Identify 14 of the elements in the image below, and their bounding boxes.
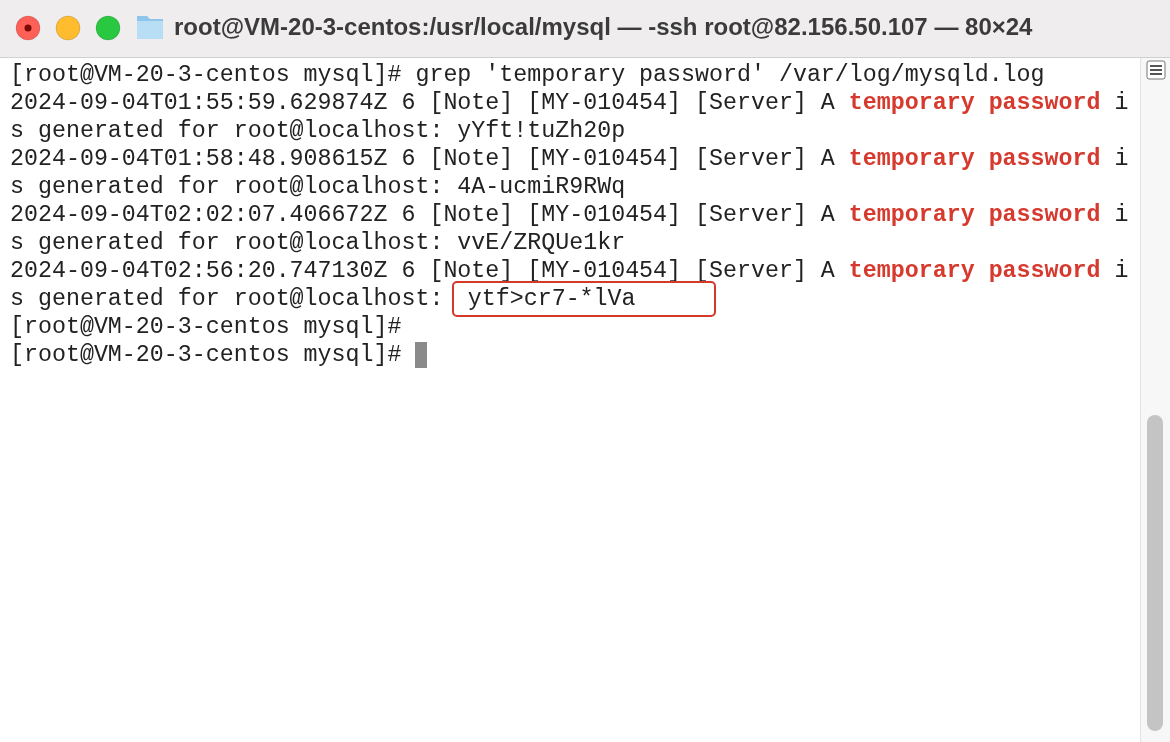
- terminal-line: s generated for root@localhost:: [10, 285, 444, 313]
- terminal-line: 2024-09-04T01:55:59.629874Z 6 [Note] [MY-010454] [Server] A temporary password i: [10, 89, 1129, 117]
- terminal-line: s generated for root@localhost: 4A-ucmiR9RWq: [10, 173, 626, 201]
- window-title: root@VM-20-3-centos:/usr/local/mysql — -ssh root@82.156.50.107 — 80×24: [174, 13, 1033, 41]
- highlight-box: [451, 281, 716, 317]
- terminal-line: s generated for root@localhost: vvE/ZRQUe1kr: [10, 229, 626, 257]
- terminal-line: s generated for root@localhost: yYft!tuZh20p: [10, 117, 626, 145]
- terminal-line: 2024-09-04T02:02:07.406672Z 6 [Note] [MY-010454] [Server] A temporary password i: [10, 201, 1129, 229]
- terminal-line: 2024-09-04T01:58:48.908615Z 6 [Note] [MY-010454] [Server] A temporary password i: [10, 145, 1129, 173]
- password-text: ytf>cr7-*lVa: [467, 285, 636, 313]
- terminal-line: [root@VM-20-3-centos mysql]#: [10, 313, 402, 341]
- terminal-line: [root@VM-20-3-centos mysql]# grep 'temporary password' /var/log/mysqld.log: [10, 61, 1045, 89]
- terminal-line: 2024-09-04T02:56:20.747130Z 6 [Note] [MY-010454] [Server] A temporary password i: [10, 257, 1129, 285]
- terminal-line: [root@VM-20-3-centos mysql]#: [10, 341, 402, 369]
